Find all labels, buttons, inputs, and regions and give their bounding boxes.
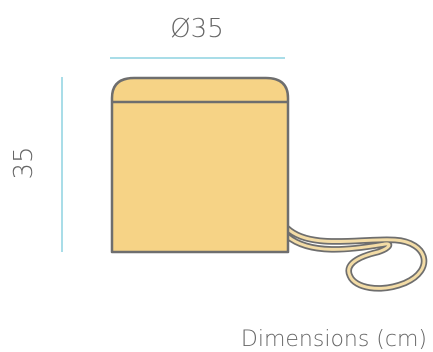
- pouf-body: [110, 76, 290, 254]
- width-label: Ø35: [170, 14, 224, 44]
- height-label: 35: [9, 146, 39, 179]
- dimensions-caption: Dimensions (cm): [241, 327, 427, 352]
- power-cord: [283, 224, 428, 292]
